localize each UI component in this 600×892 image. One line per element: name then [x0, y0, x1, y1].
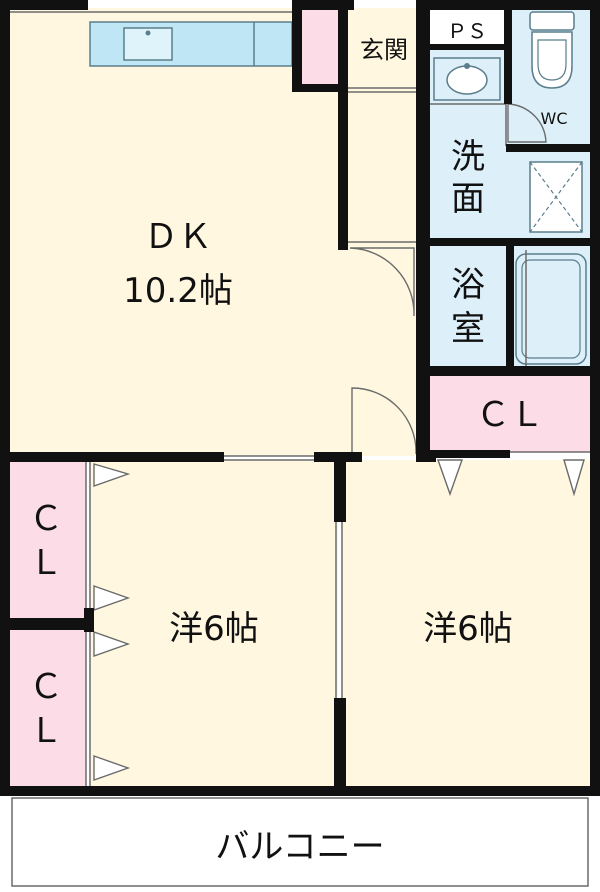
western-right-label: 洋6帖	[423, 609, 513, 649]
western-left-floor	[90, 460, 338, 790]
dk-size-label: 10.2帖	[123, 271, 233, 311]
kitchen-counter	[89, 21, 293, 67]
yokushitsu-label-1: 浴	[451, 265, 485, 305]
closet-left-top-label-1: Ｃ	[29, 499, 63, 539]
senmen-label-2: 面	[451, 179, 485, 219]
shoebox-floor	[302, 10, 338, 84]
closet-left-top-floor	[8, 460, 86, 620]
toilet-icon	[529, 11, 575, 89]
yokushitsu-label-2: 室	[451, 309, 485, 349]
room-labels: ＤＫ 10.2帖 玄関 ＰＳ WC 洗 面 浴 室 ＣＬ Ｃ Ｌ Ｃ Ｌ 洋6帖…	[29, 19, 568, 867]
closet-top-label: ＣＬ	[476, 395, 544, 435]
wc-label: WC	[541, 109, 568, 128]
door-swings	[349, 103, 547, 455]
dk-name-label: ＤＫ	[144, 217, 212, 257]
ps-label: ＰＳ	[447, 19, 487, 43]
bathtub-icon	[515, 253, 587, 365]
fixtures	[433, 11, 587, 365]
western-right-floor	[342, 460, 592, 790]
closet-top-floor	[430, 376, 590, 452]
closet-left-bottom-floor	[8, 628, 86, 788]
walls	[0, 0, 600, 796]
closet-left-top-label-2: Ｌ	[29, 543, 63, 583]
closet-left-bottom-label-2: Ｌ	[29, 711, 63, 751]
closet-left-bottom-label-1: Ｃ	[29, 667, 63, 707]
genkan-floor	[348, 8, 420, 88]
washing-machine-icon	[529, 161, 583, 233]
balcony-floor	[10, 796, 588, 886]
floor-fills	[6, 8, 592, 886]
genkan-label: 玄関	[360, 36, 408, 64]
ps-box	[430, 8, 506, 50]
closet-doors	[93, 459, 585, 781]
senmen-label-1: 洗	[451, 137, 485, 177]
balcony-label: バルコニー	[215, 827, 384, 867]
western-left-label: 洋6帖	[169, 609, 259, 649]
